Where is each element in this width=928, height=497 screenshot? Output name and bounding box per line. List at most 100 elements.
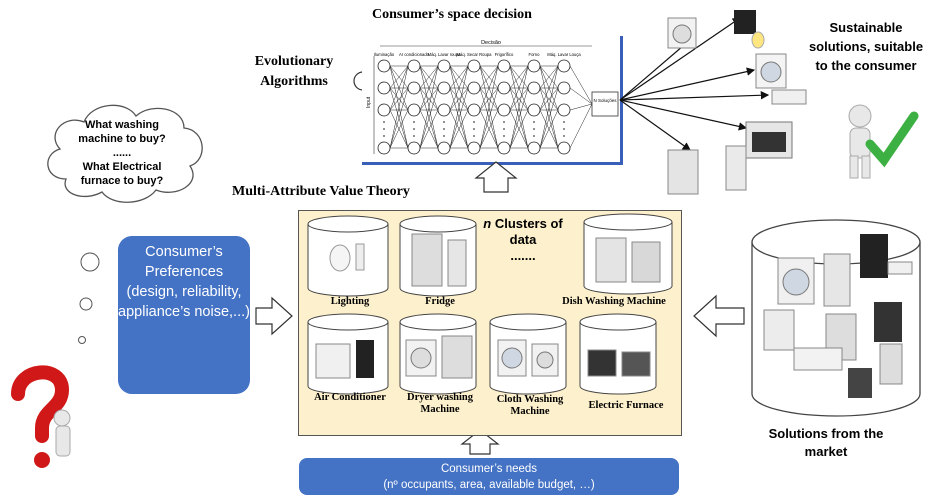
network-edge (389, 87, 409, 149)
network-column-label: Frigorífico (495, 52, 514, 57)
cylinder-air-conditioner (307, 313, 389, 395)
clusters-dots: ....... (510, 248, 536, 263)
network-input-label: Input (366, 96, 372, 108)
network-edge (449, 65, 469, 149)
market-solutions-label: Solutions from the market (768, 426, 884, 459)
network-edge (419, 87, 439, 111)
network-ellipsis-dot (503, 135, 505, 137)
thought-cloud (47, 104, 203, 203)
cloud-separator: ...... (112, 147, 132, 159)
network-node (377, 141, 391, 155)
coffee-machine-icon (734, 10, 756, 34)
bulb-icon (751, 31, 765, 49)
network-edge (419, 87, 439, 149)
network-ellipsis-dot (473, 135, 475, 137)
cylinder-cloth-washing (489, 313, 567, 395)
network-edge (569, 103, 593, 111)
network-node (377, 81, 391, 95)
network-node (557, 81, 571, 95)
network-node (377, 59, 391, 73)
network-ellipsis-dot (563, 121, 565, 123)
network-ellipsis-dot (383, 128, 385, 130)
network-edge (509, 87, 529, 111)
network-node (557, 103, 571, 117)
network-edge (389, 87, 409, 111)
network-edge (419, 65, 439, 89)
network-ellipsis-dot (473, 121, 475, 123)
network-edge (419, 65, 439, 149)
network-edge (479, 65, 499, 149)
cluster-label-electric-furnace: Electric Furnace (588, 400, 664, 411)
solution-arrows (619, 17, 770, 151)
needs-title: Consumer’s needs (440, 463, 538, 475)
preferences-right-arrow (255, 296, 293, 336)
network-column-label: Máq. Secar Roupa (457, 52, 493, 57)
cloud-questions: What washing machine to buy? ...... What… (66, 118, 178, 188)
dishwasher-icon (667, 149, 699, 195)
network-node (527, 59, 541, 73)
network-edge (389, 109, 409, 149)
network-node (407, 103, 421, 117)
consumer-preferences-box: Consumer’s Preferences (design, reliabil… (118, 236, 250, 394)
network-node (557, 141, 571, 155)
network-edges (389, 65, 593, 149)
network-edge (419, 109, 439, 149)
network-edge (389, 65, 409, 149)
evolutionary-algorithms-label: Evolutionary Algorithms (254, 54, 334, 89)
network-node (437, 103, 451, 117)
network-edge (449, 87, 469, 111)
network-edge (389, 65, 409, 89)
cloud-question-1: What washing machine to buy? (78, 119, 166, 145)
cluster-label-air-conditioner: Air Conditioner (314, 392, 386, 403)
mavt-up-arrow (474, 161, 518, 193)
clusters-heading-text: Clusters of data (491, 216, 563, 247)
network-nodes (377, 59, 571, 155)
network-ellipsis-dot (383, 135, 385, 137)
network-node (407, 81, 421, 95)
checkmark-figure-icon (848, 104, 919, 179)
network-edge (569, 87, 593, 105)
market-left-arrow (693, 294, 745, 338)
network-output-label: N Soluções (593, 98, 617, 103)
network-edge (539, 87, 559, 111)
cluster-label-dish-washing: Dish Washing Machine (562, 296, 666, 307)
network-node (377, 103, 391, 117)
cluster-label-lighting: Lighting (330, 296, 370, 307)
network-edge (539, 65, 559, 89)
network-node (497, 59, 511, 73)
network-node (497, 141, 511, 155)
network-node (497, 81, 511, 95)
network-node (437, 141, 451, 155)
network-edge (479, 87, 499, 149)
network-ellipsis-dot (533, 135, 535, 137)
cluster-label-dryer: Dryer washing Machine (406, 392, 473, 415)
network-node (467, 81, 481, 95)
network-ellipsis-dot (533, 128, 535, 130)
network-ellipsis-dot (473, 128, 475, 130)
clusters-heading: n Clusters of data ....... (478, 216, 568, 264)
air-conditioner-icon (771, 89, 807, 105)
cylinder-fridge (399, 215, 477, 297)
network-edge (479, 87, 499, 111)
network-node (407, 141, 421, 155)
needs-up-arrow (460, 429, 500, 455)
network-edge (449, 109, 469, 149)
network-node (467, 141, 481, 155)
network-ellipsis-dot (413, 121, 415, 123)
network-ellipsis-dot (383, 121, 385, 123)
network-column-label: Ar condicionado (399, 52, 430, 57)
network-output-box (591, 91, 619, 117)
network-node (467, 59, 481, 73)
sustainable-solutions-label: Sustainable solutions, suitable to the c… (808, 20, 924, 73)
network-column-label: Iluminação (374, 52, 395, 57)
network-node (497, 103, 511, 117)
thought-bubbles (78, 252, 100, 344)
network-node (437, 81, 451, 95)
cluster-label-cloth-washing: Cloth Washing Machine (496, 394, 564, 417)
network-edge (539, 65, 559, 149)
needs-details: (nº occupants, area, available budget, …… (383, 479, 595, 491)
network-ellipsis-dot (503, 128, 505, 130)
network-edge (509, 65, 529, 149)
network-column-label: Máq. Lavar Louça (547, 52, 581, 57)
